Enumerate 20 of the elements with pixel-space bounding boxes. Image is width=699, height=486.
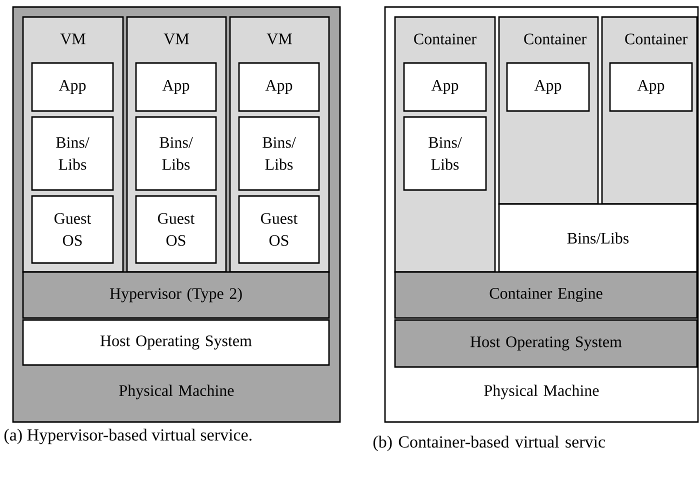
layer-box: App	[238, 62, 320, 112]
layer-box: Container Engine	[394, 271, 698, 319]
layer-box: Host Operating System	[22, 319, 330, 366]
layer-box: Hypervisor (Type 2)	[22, 271, 330, 319]
layer-box: Bins/Libs	[498, 203, 698, 273]
layer-box: Guest OS	[135, 195, 217, 264]
caption: (a) Hypervisor-based virtual service.	[4, 428, 252, 444]
caption: (b) Container-based virtual servic	[373, 436, 606, 452]
layer-box: Guest OS	[31, 195, 114, 264]
layer-box: App	[31, 62, 114, 112]
layer-box: Host Operating System	[394, 319, 698, 368]
layer-box: Guest OS	[238, 195, 320, 264]
layer-box: App	[403, 62, 487, 112]
layer-box: Bins/ Libs	[403, 116, 487, 191]
layer-box: App	[506, 62, 590, 112]
layer-box: Bins/ Libs	[238, 116, 320, 191]
layer-box: Bins/ Libs	[135, 116, 217, 191]
layer-box: App	[609, 62, 693, 112]
layer-box: App	[135, 62, 217, 112]
layer-box: Bins/ Libs	[31, 116, 114, 191]
